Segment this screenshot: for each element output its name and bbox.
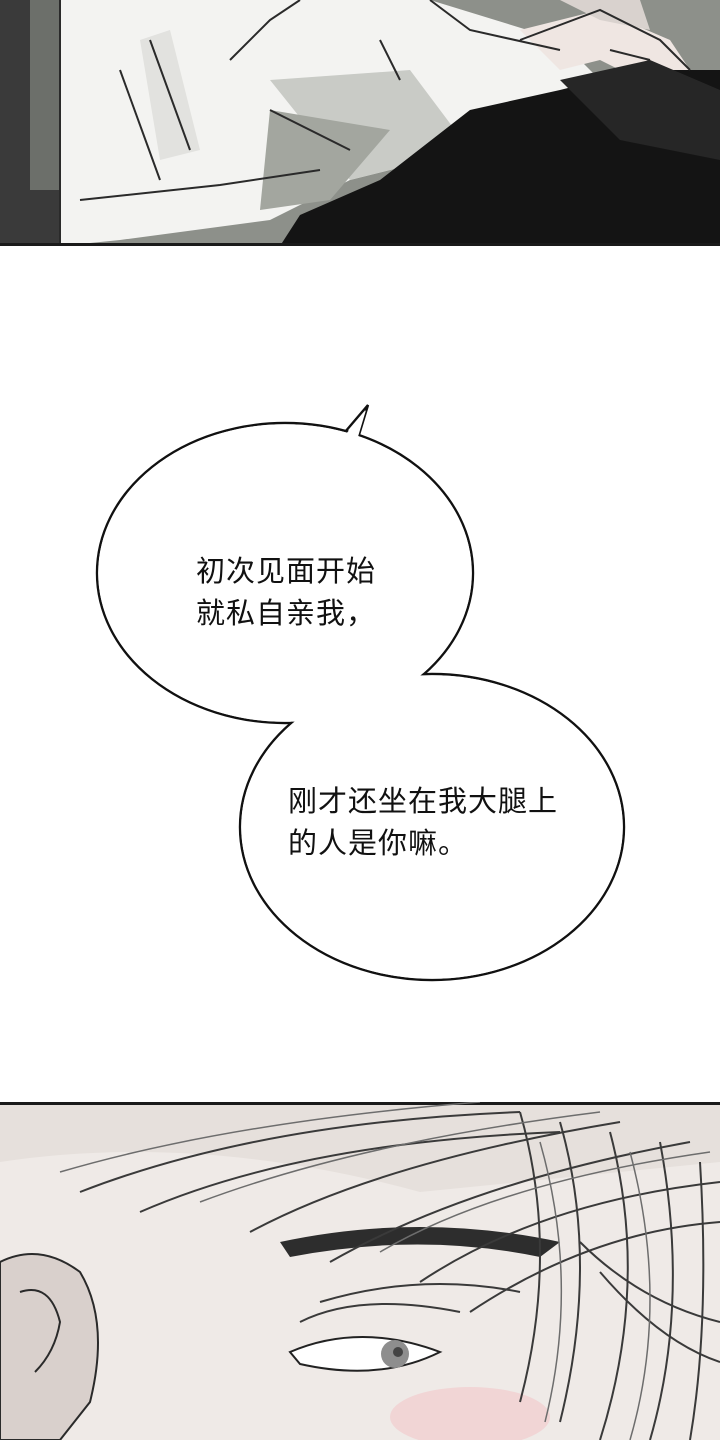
speech-bubble-group: 初次见面开始 就私自亲我， 刚才还坐在我大腿上 的人是你嘛。 — [0, 380, 720, 1000]
speech-bubble-2-line-2: 的人是你嘛。 — [288, 826, 469, 860]
bottom-comic-panel — [0, 1102, 720, 1440]
speech-bubble-1-line-1: 初次见面开始 — [196, 554, 377, 588]
speech-bubble-2-line-1: 刚才还坐在我大腿上 — [288, 784, 559, 818]
speech-bubble-outline — [95, 404, 626, 982]
speech-bubble-1: 初次见面开始 就私自亲我， — [196, 550, 376, 634]
bottom-panel-illustration — [0, 1102, 720, 1440]
speech-bubble-2: 刚才还坐在我大腿上 的人是你嘛。 — [288, 780, 558, 864]
top-panel-illustration — [0, 0, 720, 246]
speech-bubble-1-line-2: 就私自亲我， — [196, 596, 377, 630]
top-comic-panel — [0, 0, 720, 246]
